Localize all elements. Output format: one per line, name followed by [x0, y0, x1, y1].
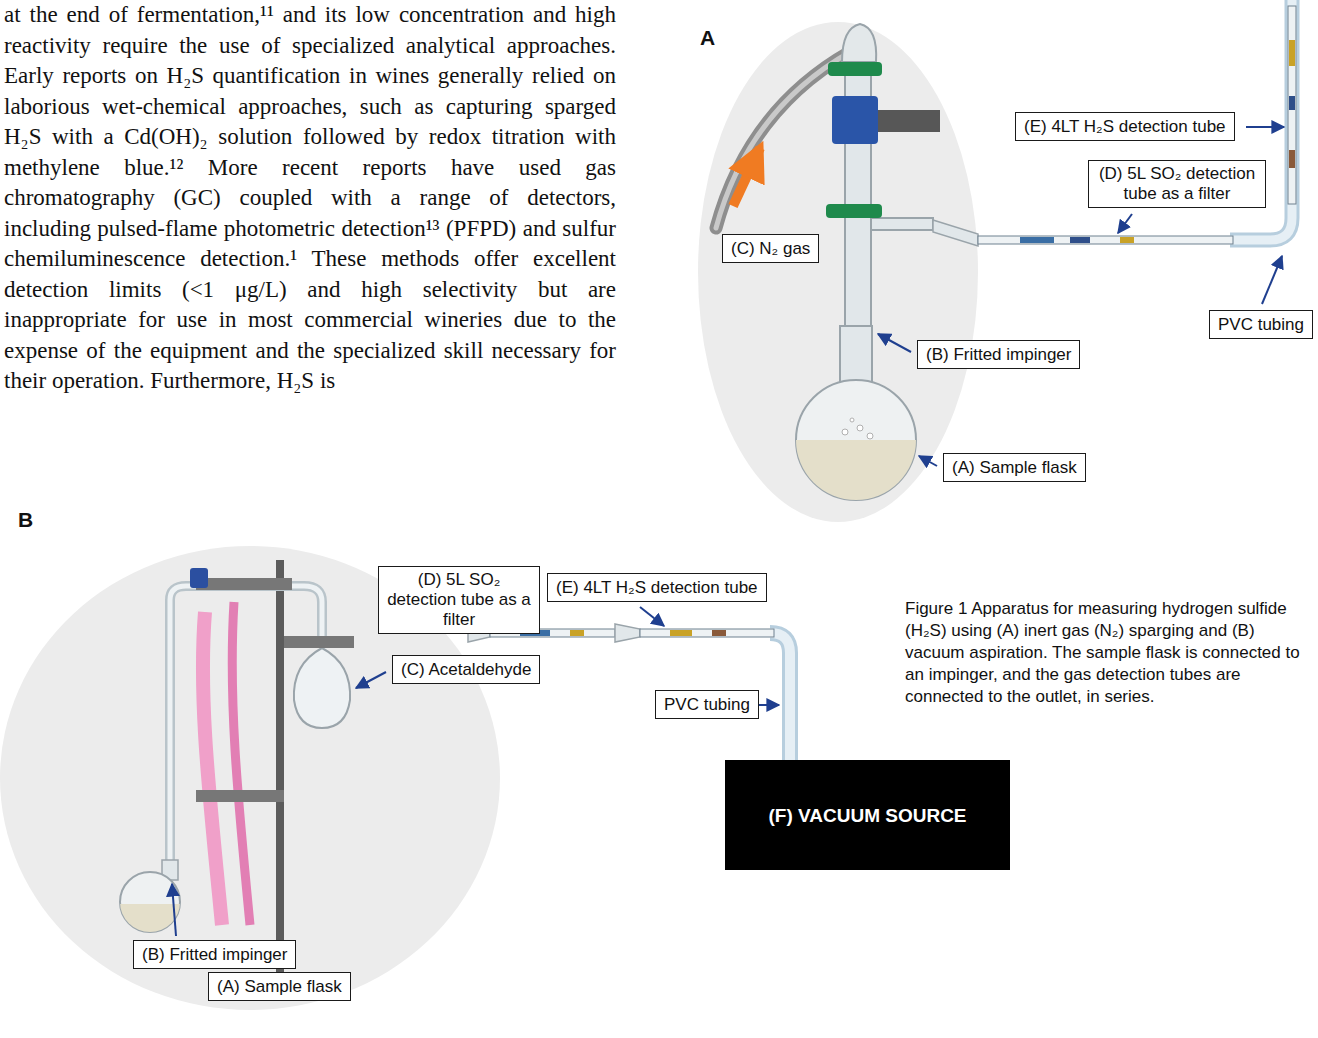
tubing-a: [1070, 237, 1090, 243]
photo-b: [276, 560, 284, 1000]
tubing-b: [468, 624, 790, 762]
tubing-a: [1120, 237, 1134, 243]
photo-a: [716, 52, 850, 228]
body-paragraph: at the end of fermentation,¹¹ and its lo…: [4, 0, 616, 397]
callout-box: PVC tubing: [655, 690, 759, 719]
photo-a: [842, 429, 848, 435]
photo-a: [698, 22, 978, 522]
tubing-b: [770, 633, 790, 762]
photo-b: [196, 790, 284, 802]
leader-arrows-a: [1246, 126, 1284, 128]
callout-box: (B) Fritted impinger: [133, 940, 296, 969]
callout-text: (B) Fritted impinger: [142, 944, 287, 965]
photo-b: [196, 578, 292, 590]
tubing-b: [712, 630, 726, 636]
tubing-a: [933, 220, 978, 246]
tubing-a: [1289, 96, 1295, 110]
leader-arrows-b: [172, 607, 779, 936]
vacuum-source-box: (F) VACUUM SOURCE: [725, 760, 1010, 870]
tubing-b: [615, 624, 640, 642]
callout-text: (B) Fritted impinger: [926, 344, 1071, 365]
tubing-a: [1288, 6, 1296, 204]
callout-box: (C) N₂ gas: [722, 234, 819, 263]
photo-b: [203, 612, 222, 925]
callout-text: (E) 4LT H₂S detection tube: [1024, 116, 1226, 137]
photo-a: [832, 96, 878, 144]
photo-a: [878, 110, 940, 132]
photo-a: [871, 218, 933, 230]
callout-text: (D) 5L SO₂ detection tube as a filter: [387, 570, 531, 630]
leader-arrows-b: [172, 884, 176, 936]
figure-caption: Figure 1 Apparatus for measuring hydroge…: [905, 598, 1311, 708]
tubing-b: [670, 630, 692, 636]
callout-box: (C) Acetaldehyde: [392, 655, 540, 684]
callout-box: (D) 5L SO₂ detection tube as a filter: [378, 566, 540, 634]
callout-box: (A) Sample flask: [943, 453, 1086, 482]
leader-arrows-a: [878, 334, 911, 352]
tubing-a: [933, 0, 1296, 246]
photo-a: [716, 52, 850, 228]
callout-text: (C) N₂ gas: [731, 238, 810, 259]
tubing-b: [770, 633, 790, 762]
callout-text: PVC tubing: [1218, 314, 1304, 335]
leader-arrows-b: [356, 672, 386, 688]
leader-arrows-b: [640, 607, 664, 626]
leader-arrows-a: [878, 127, 1284, 466]
photo-b: [190, 568, 208, 588]
callout-box: (E) 4LT H₂S detection tube: [1015, 112, 1235, 141]
callout-box: PVC tubing: [1209, 310, 1313, 339]
callout-text: (A) Sample flask: [217, 976, 342, 997]
leader-arrows-a: [919, 456, 937, 466]
tubing-a: [1289, 40, 1295, 66]
callout-text: (C) Acetaldehyde: [401, 659, 531, 680]
photo-a: [857, 425, 863, 431]
callout-box: (E) 4LT H₂S detection tube: [547, 573, 767, 602]
photo-b: [284, 636, 354, 648]
callout-text: (A) Sample flask: [952, 457, 1077, 478]
leader-arrows-b: [758, 704, 779, 706]
callout-text: (F) VACUUM SOURCE: [768, 805, 966, 826]
photo-a: [826, 204, 882, 218]
photo-a: [867, 433, 873, 439]
tubing-b: [570, 630, 584, 636]
callout-text: (E) 4LT H₂S detection tube: [556, 577, 758, 598]
photo-b: [232, 602, 250, 925]
callout-box: (D) 5L SO₂ detection tube as a filter: [1088, 160, 1266, 208]
tubing-a: [978, 236, 1233, 244]
tubing-a: [1289, 150, 1295, 168]
tubing-b: [640, 629, 774, 637]
photo-b: [170, 586, 322, 870]
photo-a: [828, 62, 882, 76]
photo-b: [170, 586, 322, 870]
callout-text: (D) 5L SO₂ detection tube as a filter: [1097, 164, 1257, 204]
callout-box: (A) Sample flask: [208, 972, 351, 1001]
photo-a: [840, 326, 872, 382]
leader-arrows-a: [1118, 214, 1132, 233]
photo-a: [790, 440, 930, 510]
photo-a: [850, 418, 854, 422]
photo-a: [733, 148, 760, 206]
tubing-a: [1020, 237, 1054, 243]
callout-text: PVC tubing: [664, 694, 750, 715]
photo-b: [294, 648, 350, 728]
photo-a: [842, 24, 876, 62]
panel-letter: A: [700, 26, 715, 50]
photo-a: [698, 22, 978, 522]
panel-letter: B: [18, 508, 33, 532]
photo-b: [110, 904, 190, 944]
callout-box: (B) Fritted impinger: [917, 340, 1080, 369]
leader-arrows-a: [1262, 256, 1282, 304]
